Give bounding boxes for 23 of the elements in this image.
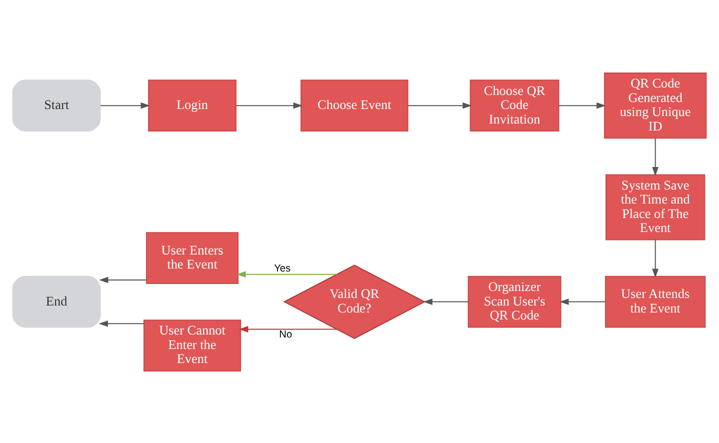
node-box: End xyxy=(12,275,101,328)
arrow xyxy=(239,326,337,332)
node-box: User Attends the Event xyxy=(605,275,706,328)
arrow xyxy=(652,239,659,278)
node-box: Choose QR Code Invitation xyxy=(470,79,560,132)
node-box: Start xyxy=(12,79,101,132)
arrow xyxy=(236,270,337,278)
node-box: System Save the Time and Place of The Event xyxy=(606,174,706,240)
arrow xyxy=(100,102,150,108)
node-box: Choose Event xyxy=(300,79,408,132)
arrow xyxy=(236,102,302,108)
arrow xyxy=(652,138,659,176)
arrow xyxy=(99,276,146,283)
node-box: User Enters the Event xyxy=(146,232,239,284)
arrow xyxy=(423,298,468,305)
node-box: QR Code Generated using Unique ID xyxy=(604,72,707,138)
arrow xyxy=(559,102,606,108)
arrow xyxy=(98,320,144,326)
arrow xyxy=(408,102,472,108)
arrow xyxy=(560,298,606,305)
node-box: Login xyxy=(148,79,236,132)
node-box: Organizer Scan User's QR Code xyxy=(468,275,562,328)
node-box: User Cannot Enter the Event xyxy=(143,319,242,371)
